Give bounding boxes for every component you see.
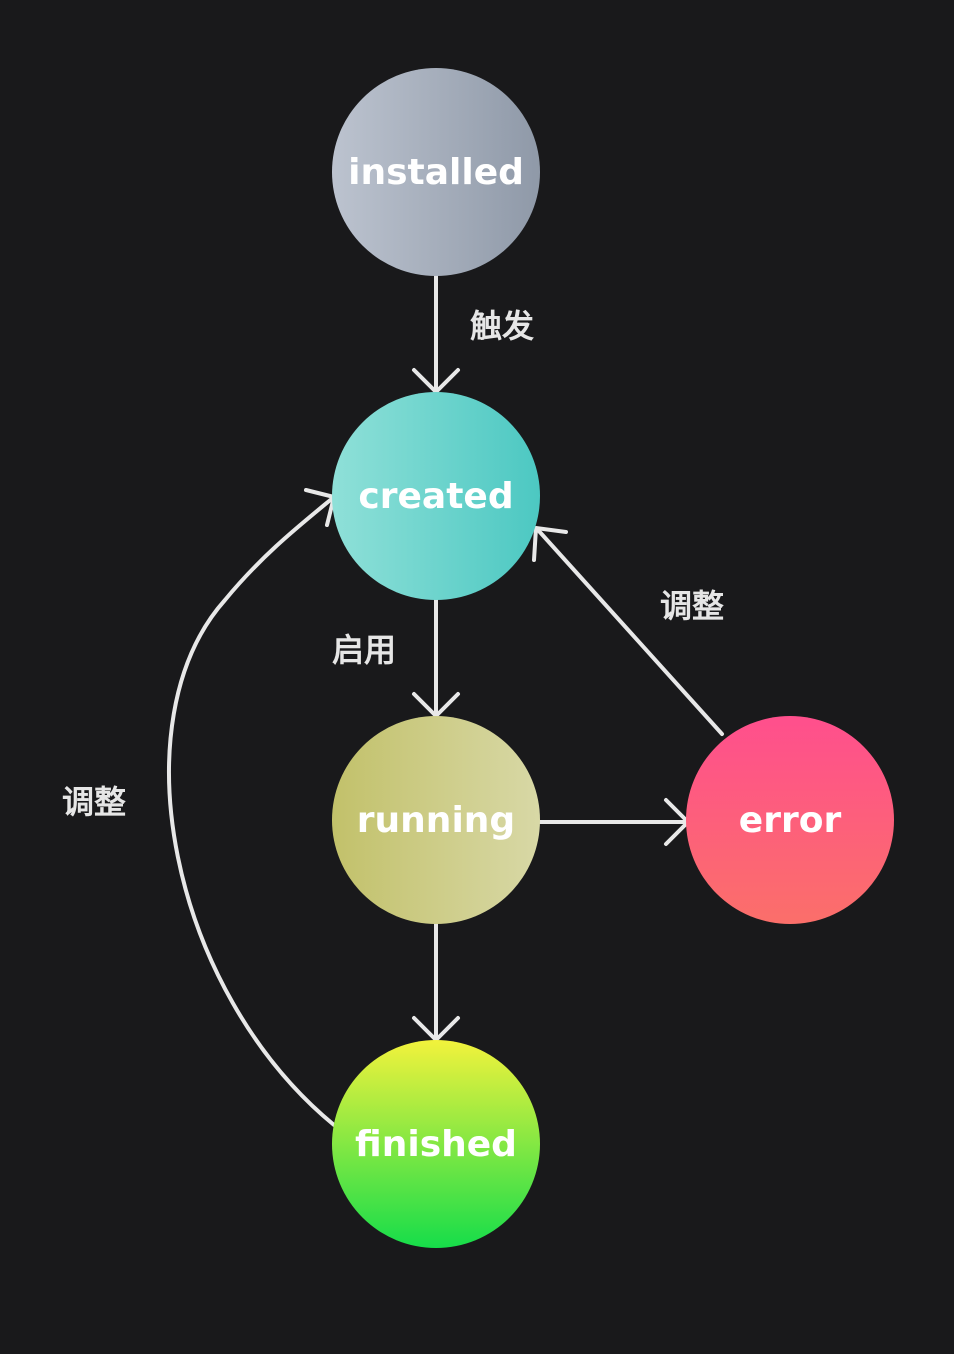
node-running: running — [332, 716, 540, 924]
edge-line — [536, 528, 724, 736]
node-finished: finished — [332, 1040, 540, 1248]
node-label-running: running — [357, 800, 515, 841]
edge-label-adjust-error: 调整 — [660, 587, 724, 625]
edge-label-adjust-finished: 调整 — [62, 783, 126, 821]
edge-label-trigger: 触发 — [470, 307, 534, 345]
edge-created-to-running — [412, 598, 460, 718]
node-label-error: error — [739, 800, 842, 841]
edge-installed-to-created — [412, 274, 460, 394]
edge-curve — [167, 495, 336, 1127]
edge-running-to-error — [538, 798, 690, 846]
node-circle — [332, 392, 540, 600]
node-circle — [332, 1040, 540, 1248]
node-circle — [686, 716, 894, 924]
node-created: created — [332, 392, 540, 600]
edge-label-enable: 启用 — [332, 631, 396, 669]
node-label-finished: finished — [355, 1124, 517, 1165]
node-circle — [332, 716, 540, 924]
node-circle — [332, 68, 540, 276]
node-label-installed: installed — [348, 152, 524, 193]
node-installed: installed — [332, 68, 540, 276]
edge-error-to-created — [532, 526, 724, 736]
edge-finished-to-created — [167, 488, 336, 1127]
node-label-created: created — [358, 476, 513, 517]
arrowhead-icon — [532, 526, 568, 562]
node-error: error — [686, 716, 894, 924]
edge-running-to-finished — [412, 922, 460, 1042]
